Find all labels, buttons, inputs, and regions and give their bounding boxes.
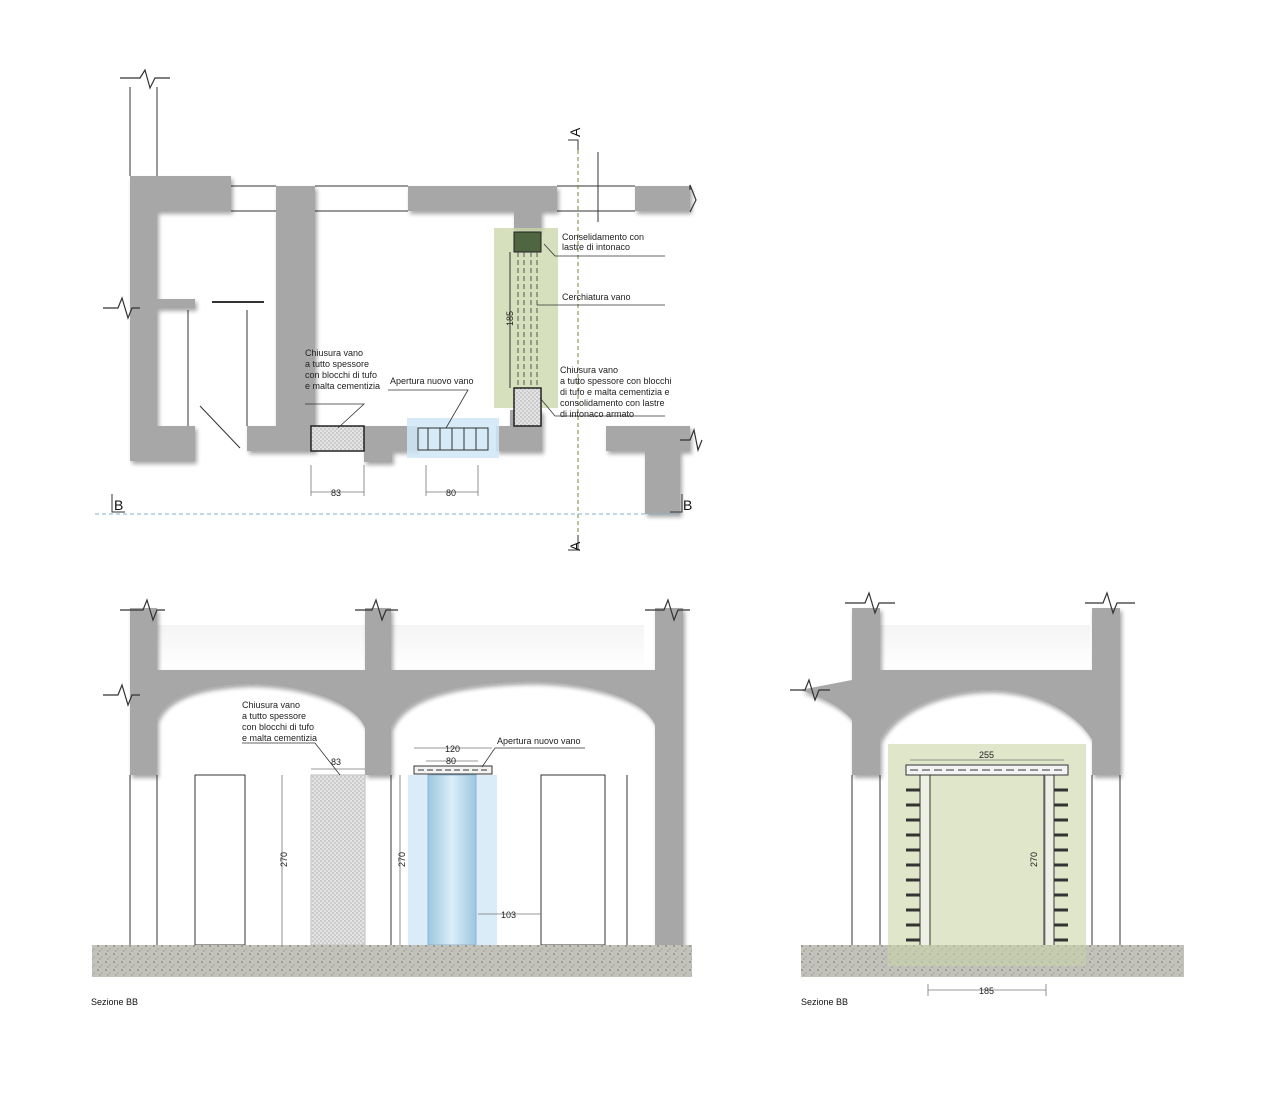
label-chiusura-sx-4: e malta cementizia — [305, 381, 380, 391]
label-chiusura-dx-4: consolidamento con lastre — [560, 398, 665, 408]
section-left-dims — [281, 747, 541, 945]
section-marker-a-top: A — [567, 127, 583, 137]
dim-103-section: 103 — [501, 910, 516, 920]
new-opening-frame — [417, 427, 489, 451]
closure-block-left — [310, 425, 365, 452]
section-left-lines — [129, 775, 628, 945]
break-symbols — [103, 68, 703, 453]
closure-block-right — [513, 387, 542, 427]
lintel-left-section — [413, 765, 493, 775]
section-right-lines — [851, 775, 1121, 945]
label-chiusura-dx-1: Chiusura vano — [560, 365, 618, 375]
label-chiusura-section-4: e malta cementizia — [242, 733, 317, 743]
label-apertura-section: Apertura nuovo vano — [497, 736, 581, 746]
section-left-labels: Chiusura vano a tutto spessore con blocc… — [242, 700, 581, 746]
plan-walls — [130, 176, 690, 514]
ground-left — [92, 945, 692, 977]
dim-185-section: 185 — [979, 986, 994, 996]
label-chiusura-section-1: Chiusura vano — [242, 700, 300, 710]
section-right-dims — [910, 759, 1064, 996]
cerchiatura-highlight — [494, 228, 558, 408]
dim-185-plan: 185 — [505, 311, 515, 326]
label-cerchiatura: Cerchiatura vano — [562, 292, 631, 302]
label-consolidamento-1: Conselidamento con — [562, 232, 644, 242]
label-chiusura-sx-3: con blocchi di tufo — [305, 370, 377, 380]
door-right — [540, 774, 606, 946]
dim-120-section: 120 — [445, 744, 460, 754]
label-chiusura-dx-3: di tufo e malta cementizia e — [560, 387, 670, 397]
section-right-breaks — [790, 591, 1135, 702]
new-opening-section — [427, 774, 477, 946]
floor-plan: A A B B 185 — [95, 68, 703, 551]
jamb-left — [919, 774, 931, 961]
section-marker-b-right: B — [683, 497, 692, 513]
plan-dims — [310, 465, 479, 496]
section-left-leaders — [242, 742, 585, 776]
closure-wall-section — [310, 774, 366, 946]
dim-80-plan: 80 — [446, 488, 456, 498]
dim-270-right: 270 — [1029, 852, 1039, 867]
section-marker-a-bottom: A — [567, 541, 583, 551]
dim-83-section: 83 — [331, 757, 341, 767]
label-chiusura-section-3: con blocchi di tufo — [242, 722, 314, 732]
label-apertura-plan: Apertura nuovo vano — [390, 376, 474, 386]
jamb-right — [1043, 774, 1055, 961]
section-left-structure — [130, 608, 683, 948]
cerchiatura-section-highlight — [888, 744, 1086, 966]
label-chiusura-dx-2: a tutto spessore con blocchi — [560, 376, 672, 386]
dim-80-section: 80 — [446, 756, 456, 766]
label-chiusura-section-2: a tutto spessore — [242, 711, 306, 721]
door-left — [194, 774, 246, 946]
dim-255-section: 255 — [979, 750, 994, 760]
dim-83-plan: 83 — [331, 488, 341, 498]
consolidamento-block — [513, 231, 542, 253]
cerchiatura-frame — [517, 252, 538, 388]
section-right-structure — [800, 608, 1120, 775]
dim-270-closure: 270 — [279, 852, 289, 867]
dim-270-opening: 270 — [397, 852, 407, 867]
plan-leaders — [305, 243, 665, 429]
new-opening-highlight — [407, 418, 499, 458]
section-marker-b-left: B — [114, 497, 123, 513]
label-chiusura-sx-2: a tutto spessore — [305, 359, 369, 369]
caption-sezione-left: Sezione BB — [91, 997, 138, 1007]
label-consolidamento-2: lastre di intonaco — [562, 242, 630, 252]
section-bb-left: 83 120 80 270 270 103 Chiusura vano a tu… — [91, 598, 692, 1007]
caption-sezione-right: Sezione BB — [801, 997, 848, 1007]
section-left-breaks — [103, 598, 690, 707]
anchor-bars — [906, 788, 1068, 942]
section-bb-right: 255 270 185 Sezione BB — [790, 591, 1184, 1007]
label-chiusura-sx-1: Chiusura vano — [305, 348, 363, 358]
plan-labels: Conselidamento con lastre di intonaco Ce… — [305, 232, 672, 419]
label-chiusura-dx-5: di intonaco armato — [560, 409, 634, 419]
